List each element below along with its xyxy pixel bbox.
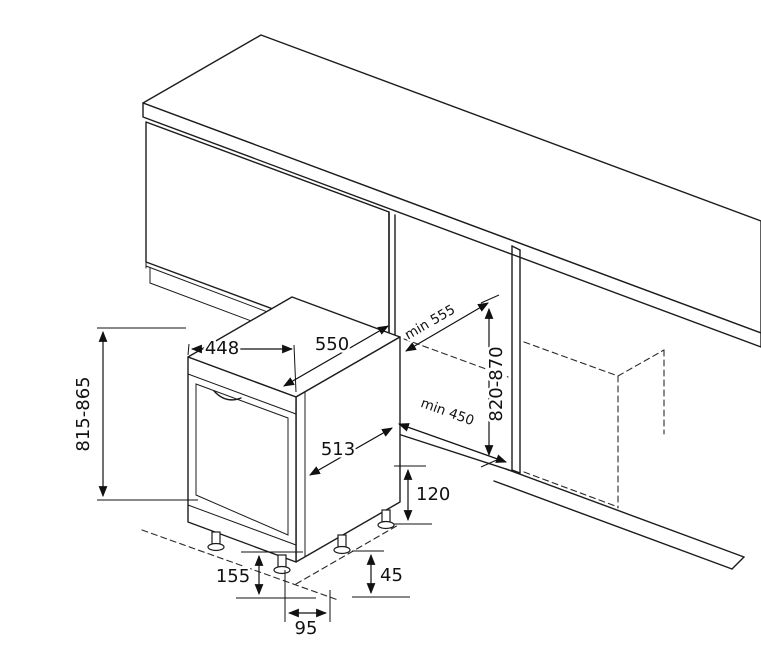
dimension-unit-height: 815-865 [71,327,198,501]
dim-label-unit-top-depth: 550 [315,334,349,355]
dimension-unit-width: 448 [187,336,297,393]
door-inner-panel [195,383,289,536]
dishwasher-front-door [187,356,297,563]
dimension-niche-depth: min 555 [400,300,489,352]
door-handle [213,390,242,401]
dim-label-niche-height: 820-870 [486,346,507,421]
dimension-niche-height: 820-870 [480,294,510,468]
dim-label-unit-height: 815-865 [73,376,94,451]
dim-label-niche-width: min 450 [419,395,477,429]
niche-partition [511,245,521,474]
dishwasher-unit [141,296,401,601]
dim-label-rear-foot-offset: 45 [380,565,403,586]
dimension-unit-top-depth: 550 [283,325,389,387]
floor-lines [493,468,745,570]
dimension-front-clearance: 155 [213,551,316,599]
dimension-unit-body-depth: 513 [309,427,393,476]
dim-label-unit-body-depth: 513 [321,439,355,460]
counter-worktop [142,34,761,348]
dim-label-front-clearance: 155 [216,566,250,587]
dim-label-rear-foot-height: 120 [416,484,450,505]
dimension-rear-foot-offset: 45 [352,550,410,598]
phantom-lines [403,338,665,509]
dimension-front-foot-offset: 95 [284,570,331,642]
dimension-rear-foot-height: 120 [394,465,453,525]
dim-label-unit-width: 448 [205,338,239,359]
adjustable-feet [207,509,395,575]
counter-front-edge [142,102,761,348]
dim-label-front-foot-offset: 95 [295,618,318,639]
